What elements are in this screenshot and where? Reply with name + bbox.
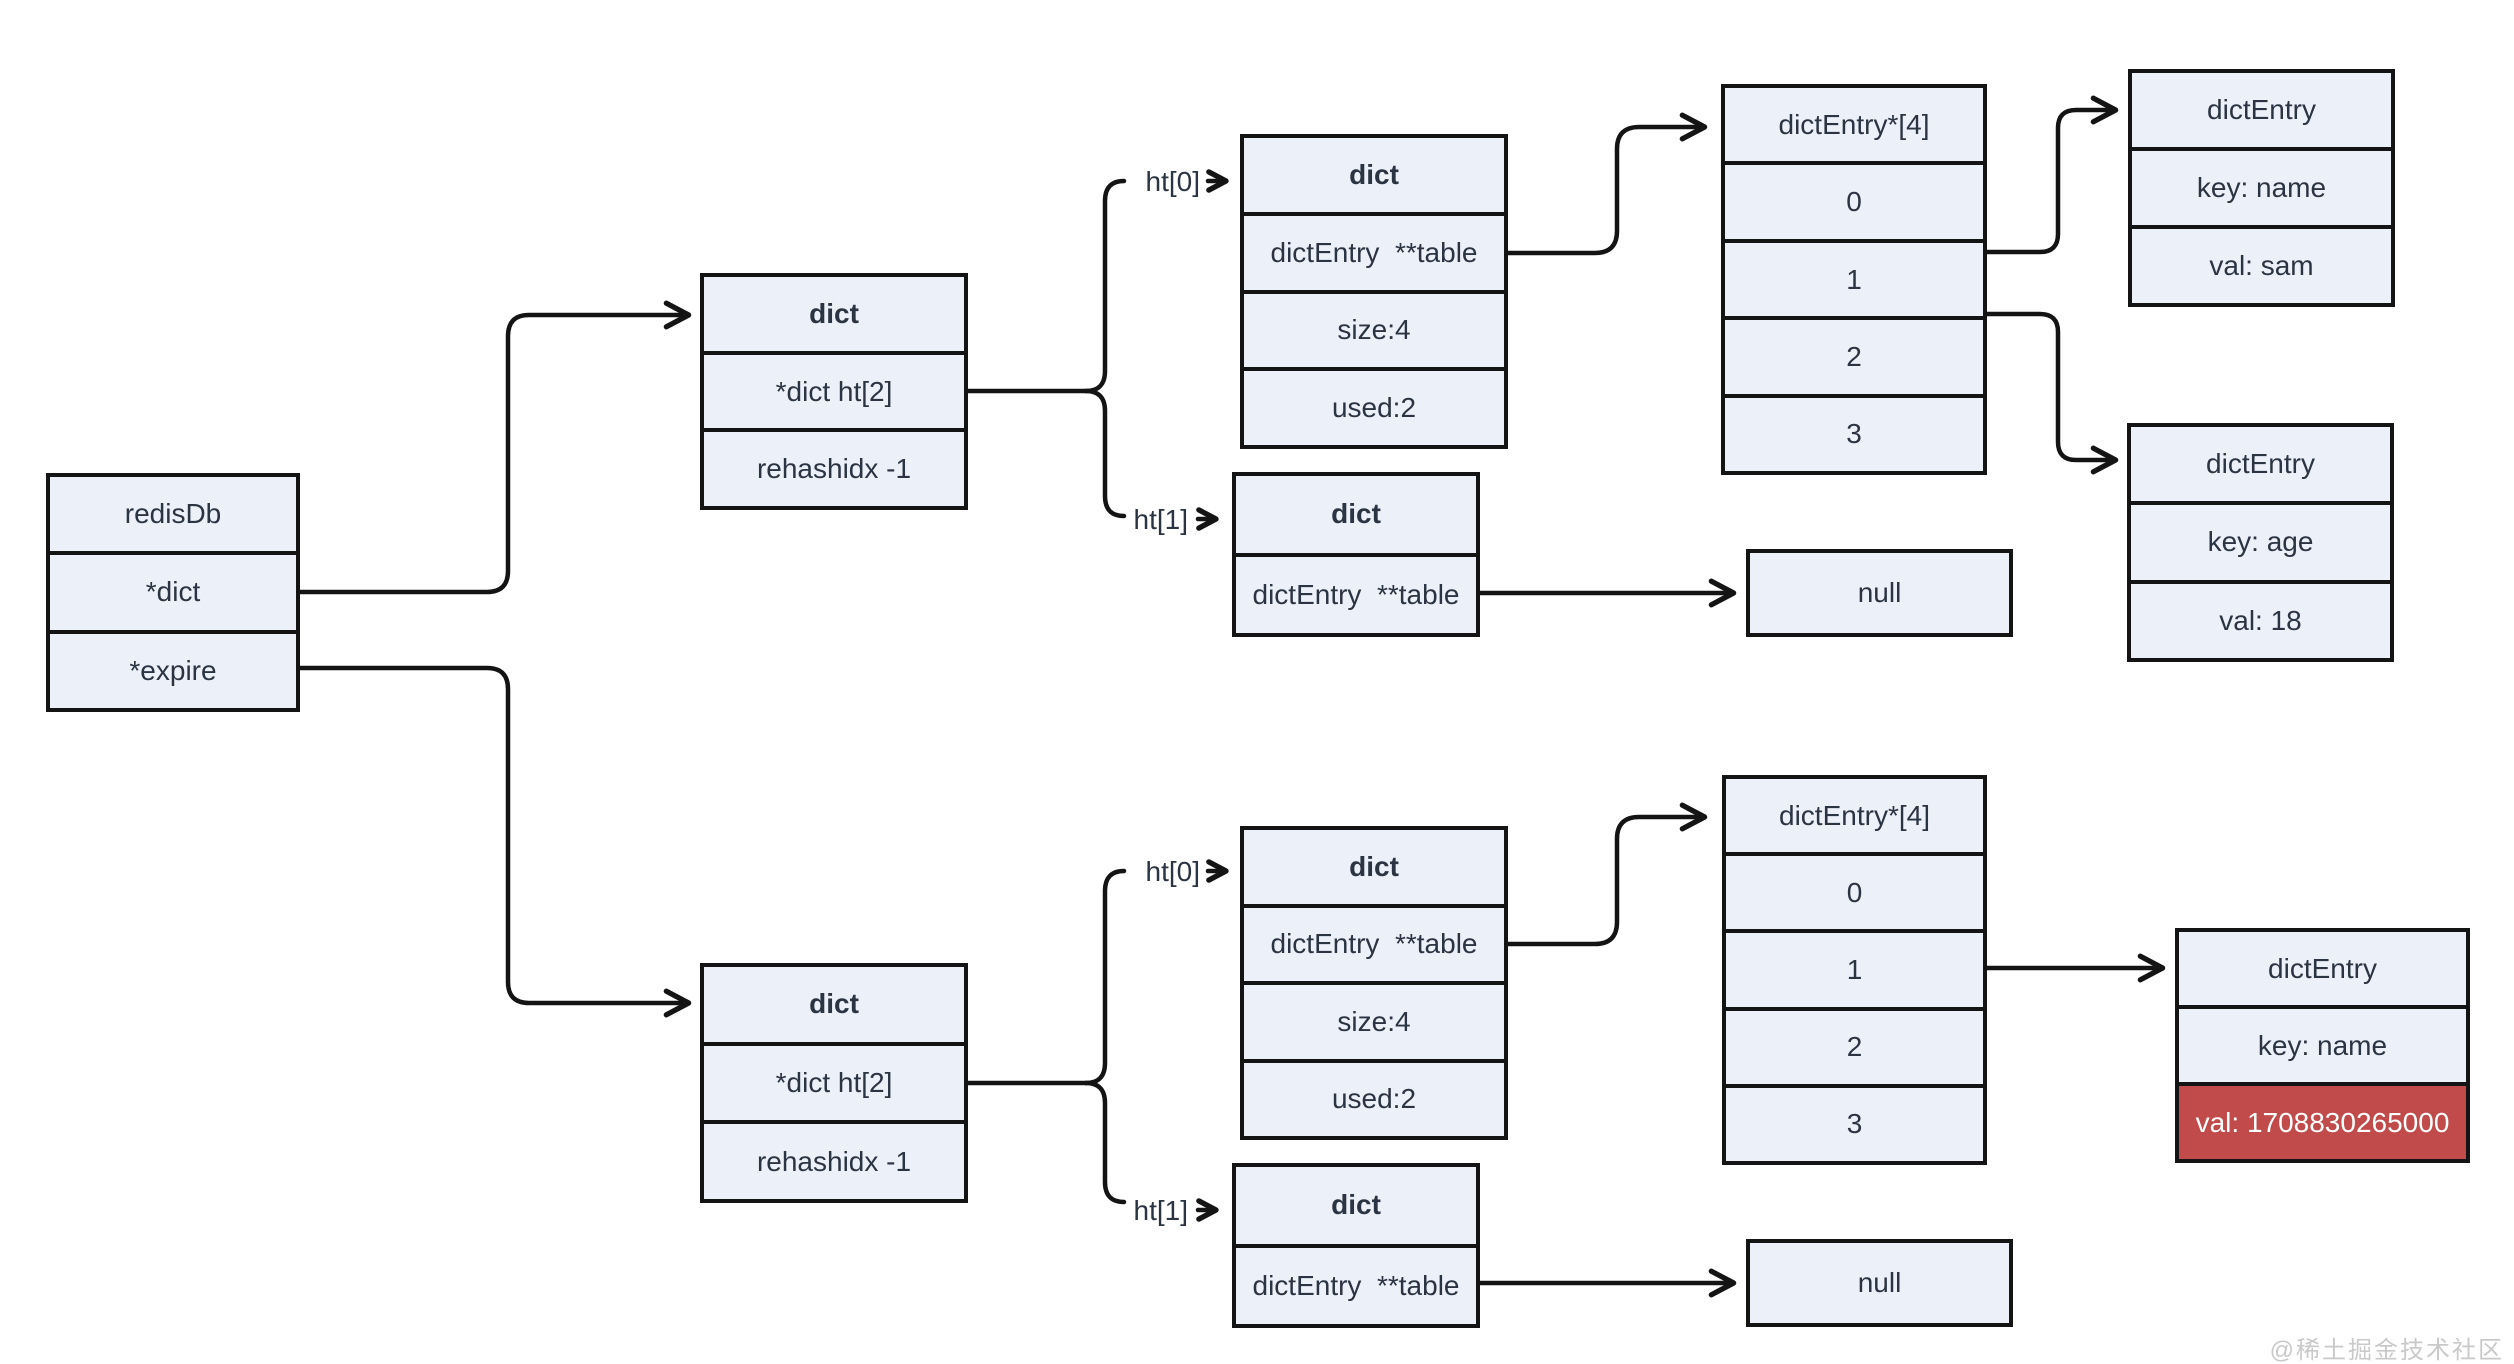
dictentry-name-sam-title: dictEntry [2207,94,2316,125]
arrow-ht0dict-top-to-array [1505,112,1708,256]
label-ht1-bottom: ht[1] [1133,1195,1188,1226]
dict-bottom-title: dict [809,988,859,1020]
ht0-dict-top-field-used: used:2 [1244,367,1504,445]
label-ht0-top: ht[0] [1145,166,1200,197]
null-box-bottom-label: null [1857,1267,1902,1298]
bucket-array-bottom-slot-0: 0 [1726,852,1983,929]
dictentry-expire: dictEntry key: name val: 1708830265000 [2175,928,2470,1163]
redisdb-field-dict: *dict [50,551,296,629]
dictentry-name-sam-key: key: name [2132,147,2391,225]
redisdb-field-expire: *expire [50,629,296,708]
ht0-dict-top-field-size: size:4 [1244,289,1504,368]
null-box-bottom: null [1746,1239,2013,1327]
null-box-top: null [1746,549,2013,637]
ht0-dict-bottom-field-used: used:2 [1244,1058,1504,1137]
dictentry-name-sam-val: val: sam [2132,225,2391,303]
ht1-dict-top-struct: dict dictEntry **table [1232,472,1480,637]
dictentry-expire-title: dictEntry [2268,952,2377,984]
ht0-dict-top-title: dict [1349,158,1399,190]
bucket-array-top-slot-2: 2 [1725,316,1983,393]
ht1-dict-top-title: dict [1331,498,1381,530]
ht1-dict-bottom-struct: dict dictEntry **table [1232,1163,1480,1328]
dictentry-name-sam: dictEntry key: name val: sam [2128,69,2395,307]
dictentry-age-18: dictEntry key: age val: 18 [2127,423,2394,662]
label-ht1-top: ht[1] [1133,504,1188,535]
label-ht0-bottom: ht[0] [1145,856,1200,887]
arrow-ht0dict-bottom-to-array [1505,802,1708,947]
bucket-array-bottom-title: dictEntry*[4] [1779,799,1930,831]
dictentry-age-18-val: val: 18 [2131,579,2390,658]
dict-top-title: dict [809,297,859,329]
bucket-array-bottom-slot-1: 1 [1726,929,1983,1006]
bucket-array-bottom-slot-3: 3 [1726,1083,1983,1161]
bucket-array-bottom: dictEntry*[4] 0 1 2 3 [1722,775,1987,1165]
fork-top-lower-branch [1083,388,1127,519]
watermark: @稀土掘金技术社区 [2269,1337,2504,1364]
dictentry-expire-val-highlighted: val: 1708830265000 [2179,1082,2466,1159]
ht0-dict-bottom-field-table: dictEntry **table [1244,903,1504,982]
redisdb-struct: redisDb *dict *expire [46,473,300,712]
ht1-dict-bottom-title: dict [1331,1189,1381,1221]
dictentry-age-18-title: dictEntry [2206,448,2315,480]
arrow-redisdb-to-dict-bottom [297,665,692,1018]
arrow-array-top-slot2-to-entry-age [1984,311,2119,475]
dictentry-expire-key: key: name [2179,1005,2466,1082]
fork-top-upper-branch [1083,178,1127,394]
dict-top-struct: dict *dict ht[2] rehashidx -1 [700,273,968,510]
dict-bottom-field-ht: *dict ht[2] [704,1041,964,1121]
ht1-dict-top-field-table: dictEntry **table [1236,552,1476,634]
dictentry-age-18-key: key: age [2131,501,2390,579]
dict-top-field-rehashidx: rehashidx -1 [704,428,964,506]
dict-bottom-struct: dict *dict ht[2] rehashidx -1 [700,963,968,1203]
ht0-dict-top-struct: dict dictEntry **table size:4 used:2 [1240,134,1508,449]
arrow-array-top-slot1-to-entry-name [1984,95,2119,255]
ht0-dict-bottom-title: dict [1349,850,1399,882]
bucket-array-top: dictEntry*[4] 0 1 2 3 [1721,84,1987,475]
ht0-dict-bottom-struct: dict dictEntry **table size:4 used:2 [1240,826,1508,1140]
fork-bottom-lower-branch [1083,1080,1127,1205]
null-box-top-label: null [1857,577,1902,608]
bucket-array-top-slot-1: 1 [1725,238,1983,316]
ht0-dict-top-field-table: dictEntry **table [1244,211,1504,290]
ht1-dict-bottom-field-table: dictEntry **table [1236,1243,1476,1325]
bucket-array-top-slot-0: 0 [1725,161,1983,238]
dict-bottom-field-rehashidx: rehashidx -1 [704,1120,964,1199]
fork-bottom-upper-branch [1083,868,1127,1086]
ht0-dict-bottom-field-size: size:4 [1244,981,1504,1059]
arrow-redisdb-to-dict-top [297,300,692,595]
redisdb-title: redisDb [124,498,222,530]
bucket-array-top-title: dictEntry*[4] [1778,108,1930,140]
bucket-array-bottom-slot-2: 2 [1726,1006,1983,1084]
dict-top-field-ht: *dict ht[2] [704,350,964,429]
bucket-array-top-slot-3: 3 [1725,393,1983,471]
